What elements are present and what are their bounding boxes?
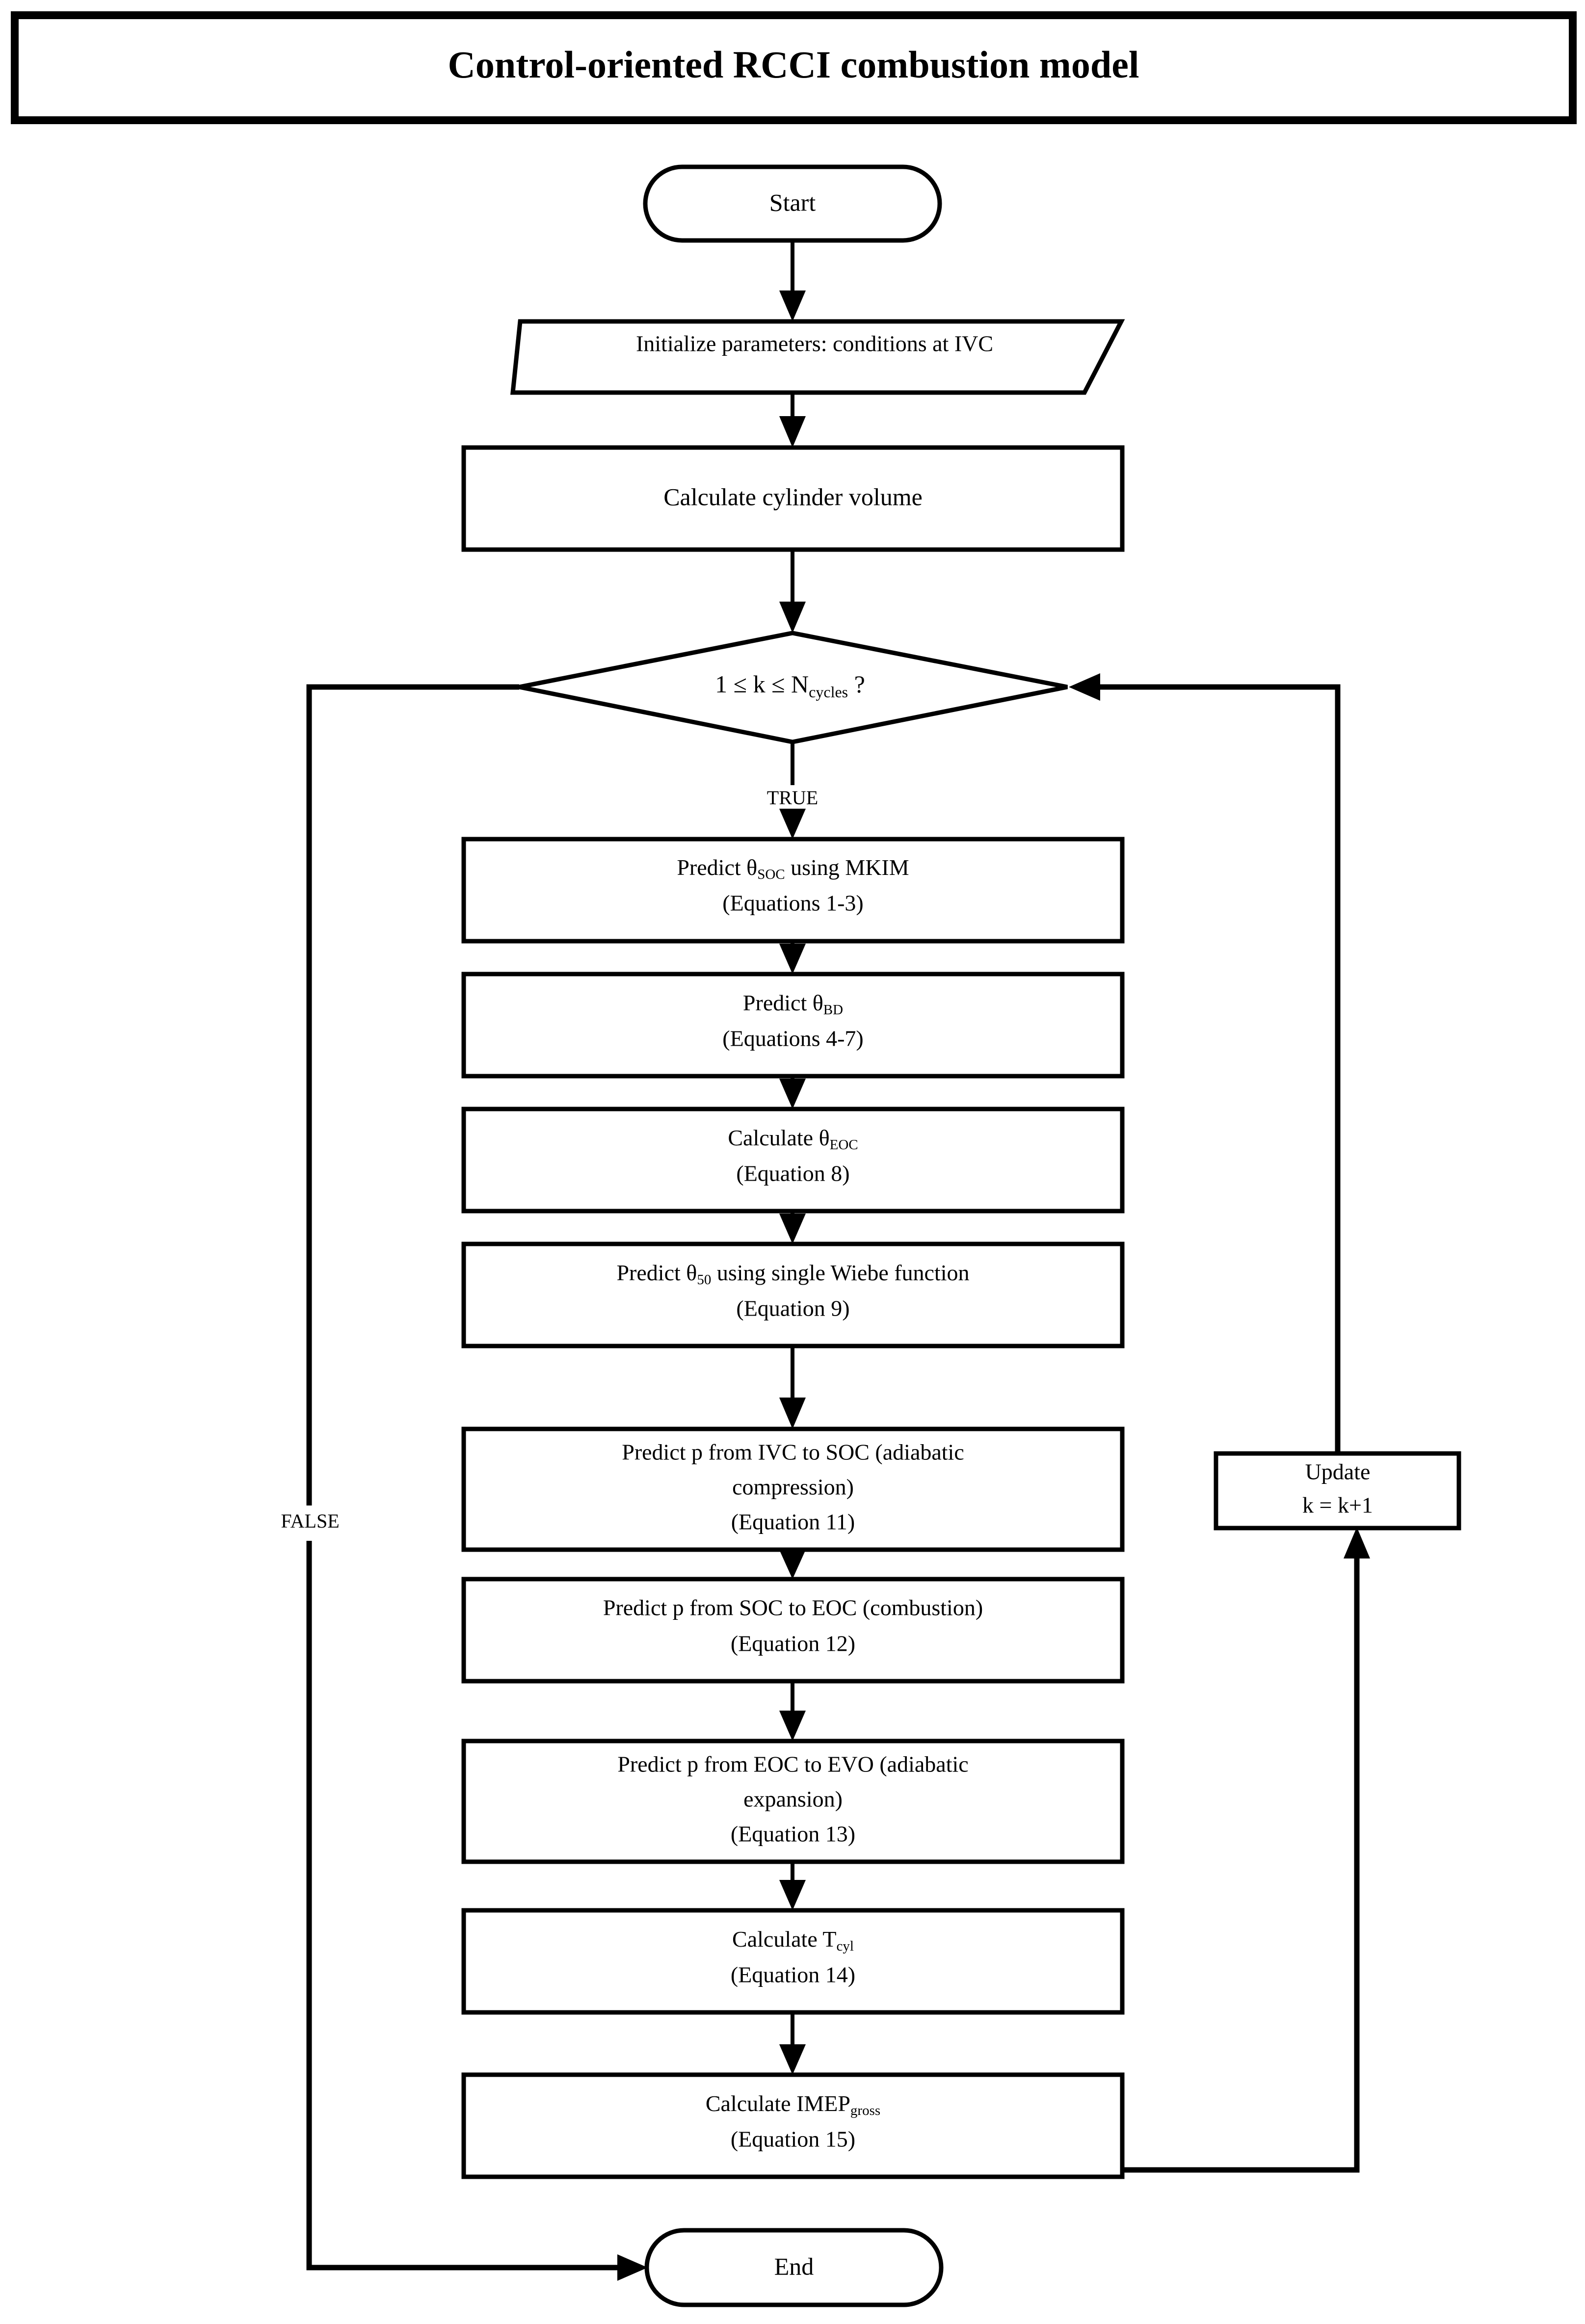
edge-soc-to-bd <box>779 941 806 974</box>
node-p-soc-eoc-line2: (Equation 12) <box>731 1631 855 1656</box>
tcyl-pre: Calculate T <box>732 1927 836 1952</box>
node-decision[interactable]: 1 ≤ k ≤ Ncycles ? <box>519 631 1068 744</box>
node-p-ivc-soc-line1: Predict p from IVC to SOC (adiabatic <box>622 1440 964 1465</box>
edge-tcyl-to-imep <box>779 2012 806 2075</box>
node-predict-bd-line1: Predict θBD <box>743 990 843 1018</box>
node-predict-p-eoc-evo[interactable]: Predict p from EOC to EVO (adiabatic exp… <box>461 1739 1125 1864</box>
edge-imep-to-update <box>1122 1527 1370 2173</box>
edge-start-to-init <box>779 240 806 321</box>
edge-bd-to-eoc <box>779 1076 806 1109</box>
node-calculate-tcyl[interactable]: Calculate Tcyl (Equation 14) <box>461 1908 1125 2015</box>
node-calculate-eoc-line2: (Equation 8) <box>736 1161 849 1186</box>
node-calculate-imep[interactable]: Calculate IMEPgross (Equation 15) <box>461 2072 1125 2179</box>
node-start-label: Start <box>769 188 816 216</box>
theta50-sub: 50 <box>697 1272 711 1288</box>
edge-p-ivc-to-p-soc <box>779 1550 806 1579</box>
eoc-sub: EOC <box>830 1137 858 1153</box>
node-p-soc-eoc-line1: Predict p from SOC to EOC (combustion) <box>603 1595 983 1620</box>
tcyl-sub: cyl <box>837 1938 854 1954</box>
node-predict-bd[interactable]: Predict θBD (Equations 4-7) <box>461 972 1125 1079</box>
node-predict-p-ivc-soc[interactable]: Predict p from IVC to SOC (adiabatic com… <box>461 1426 1125 1552</box>
node-predict-soc[interactable]: Predict θSOC using MKIM (Equations 1-3) <box>461 837 1125 944</box>
node-update-k-line1: Update <box>1305 1459 1371 1484</box>
edge-theta50-to-p-ivc <box>779 1346 806 1429</box>
bd-sub: BD <box>823 1002 843 1018</box>
node-decision-label: 1 ≤ k ≤ Ncycles ? <box>715 670 865 701</box>
edge-p-soc-to-p-eoc <box>779 1681 806 1741</box>
bd-pre: Predict θ <box>743 990 823 1015</box>
node-predict-bd-line2: (Equations 4-7) <box>722 1026 863 1051</box>
edge-decision-true: TRUE <box>767 742 818 839</box>
node-predict-theta50-line2: (Equation 9) <box>736 1296 849 1321</box>
edge-decision-false: FALSE FALSE <box>272 684 648 2281</box>
node-p-ivc-soc-line3: (Equation 11) <box>731 1509 855 1534</box>
soc-pre: Predict θ <box>677 855 757 880</box>
edge-update-to-decision <box>1069 673 1341 1453</box>
theta50-pre: Predict θ <box>616 1260 697 1285</box>
node-p-ivc-soc-line2: compression) <box>732 1475 854 1500</box>
edge-init-to-volume <box>779 393 806 448</box>
imep-pre: Calculate IMEP <box>706 2091 850 2116</box>
node-predict-soc-line1: Predict θSOC using MKIM <box>677 855 909 882</box>
node-initialize-label: Initialize parameters: conditions at IVC <box>636 331 993 356</box>
node-calculate-tcyl-line1: Calculate Tcyl <box>732 1927 854 1954</box>
node-end[interactable]: End <box>644 2228 944 2307</box>
node-p-eoc-evo-line3: (Equation 13) <box>731 1822 855 1847</box>
edge-volume-to-decision <box>779 550 806 633</box>
edge-p-eoc-to-tcyl <box>779 1862 806 1910</box>
decision-condition-post: ? <box>848 670 865 698</box>
theta50-post: using single Wiebe function <box>711 1260 969 1285</box>
node-start[interactable]: Start <box>643 164 942 243</box>
node-predict-p-soc-eoc[interactable]: Predict p from SOC to EOC (combustion) (… <box>461 1577 1125 1684</box>
node-update-k-line2: k = k+1 <box>1302 1493 1373 1518</box>
edge-label-false-text: FALSE <box>281 1510 339 1532</box>
edge-label-true: TRUE <box>767 787 818 809</box>
node-initialize[interactable]: Initialize parameters: conditions at IVC <box>510 319 1125 395</box>
eoc-pre: Calculate θ <box>728 1125 829 1150</box>
node-predict-theta50-line1: Predict θ50 using single Wiebe function <box>616 1260 969 1288</box>
node-end-label: End <box>774 2252 814 2280</box>
node-p-eoc-evo-line2: expansion) <box>743 1787 843 1812</box>
edge-eoc-to-theta50 <box>779 1211 806 1244</box>
node-calculate-volume-label: Calculate cylinder volume <box>663 483 923 510</box>
decision-condition-pre: 1 ≤ k ≤ N <box>715 670 809 698</box>
node-calculate-volume[interactable]: Calculate cylinder volume <box>461 445 1125 552</box>
imep-sub: gross <box>850 2103 880 2118</box>
page-title: Control-oriented RCCI combustion model <box>448 43 1139 86</box>
node-p-eoc-evo-line1: Predict p from EOC to EVO (adiabatic <box>617 1752 968 1777</box>
soc-post: using MKIM <box>785 855 909 880</box>
title-box: Control-oriented RCCI combustion model <box>11 11 1577 124</box>
node-calculate-eoc-line1: Calculate θEOC <box>728 1125 858 1153</box>
node-predict-soc-line2: (Equations 1-3) <box>722 891 863 916</box>
node-update-k[interactable]: Update k = k+1 <box>1214 1451 1461 1531</box>
node-calculate-imep-line1: Calculate IMEPgross <box>706 2091 880 2118</box>
node-calculate-imep-line2: (Equation 15) <box>731 2127 855 2152</box>
soc-sub: SOC <box>757 867 785 882</box>
node-predict-theta50[interactable]: Predict θ50 using single Wiebe function … <box>461 1241 1125 1348</box>
node-calculate-tcyl-line2: (Equation 14) <box>731 1962 855 1987</box>
node-calculate-eoc[interactable]: Calculate θEOC (Equation 8) <box>461 1107 1125 1214</box>
decision-condition-sub: cycles <box>809 683 848 701</box>
